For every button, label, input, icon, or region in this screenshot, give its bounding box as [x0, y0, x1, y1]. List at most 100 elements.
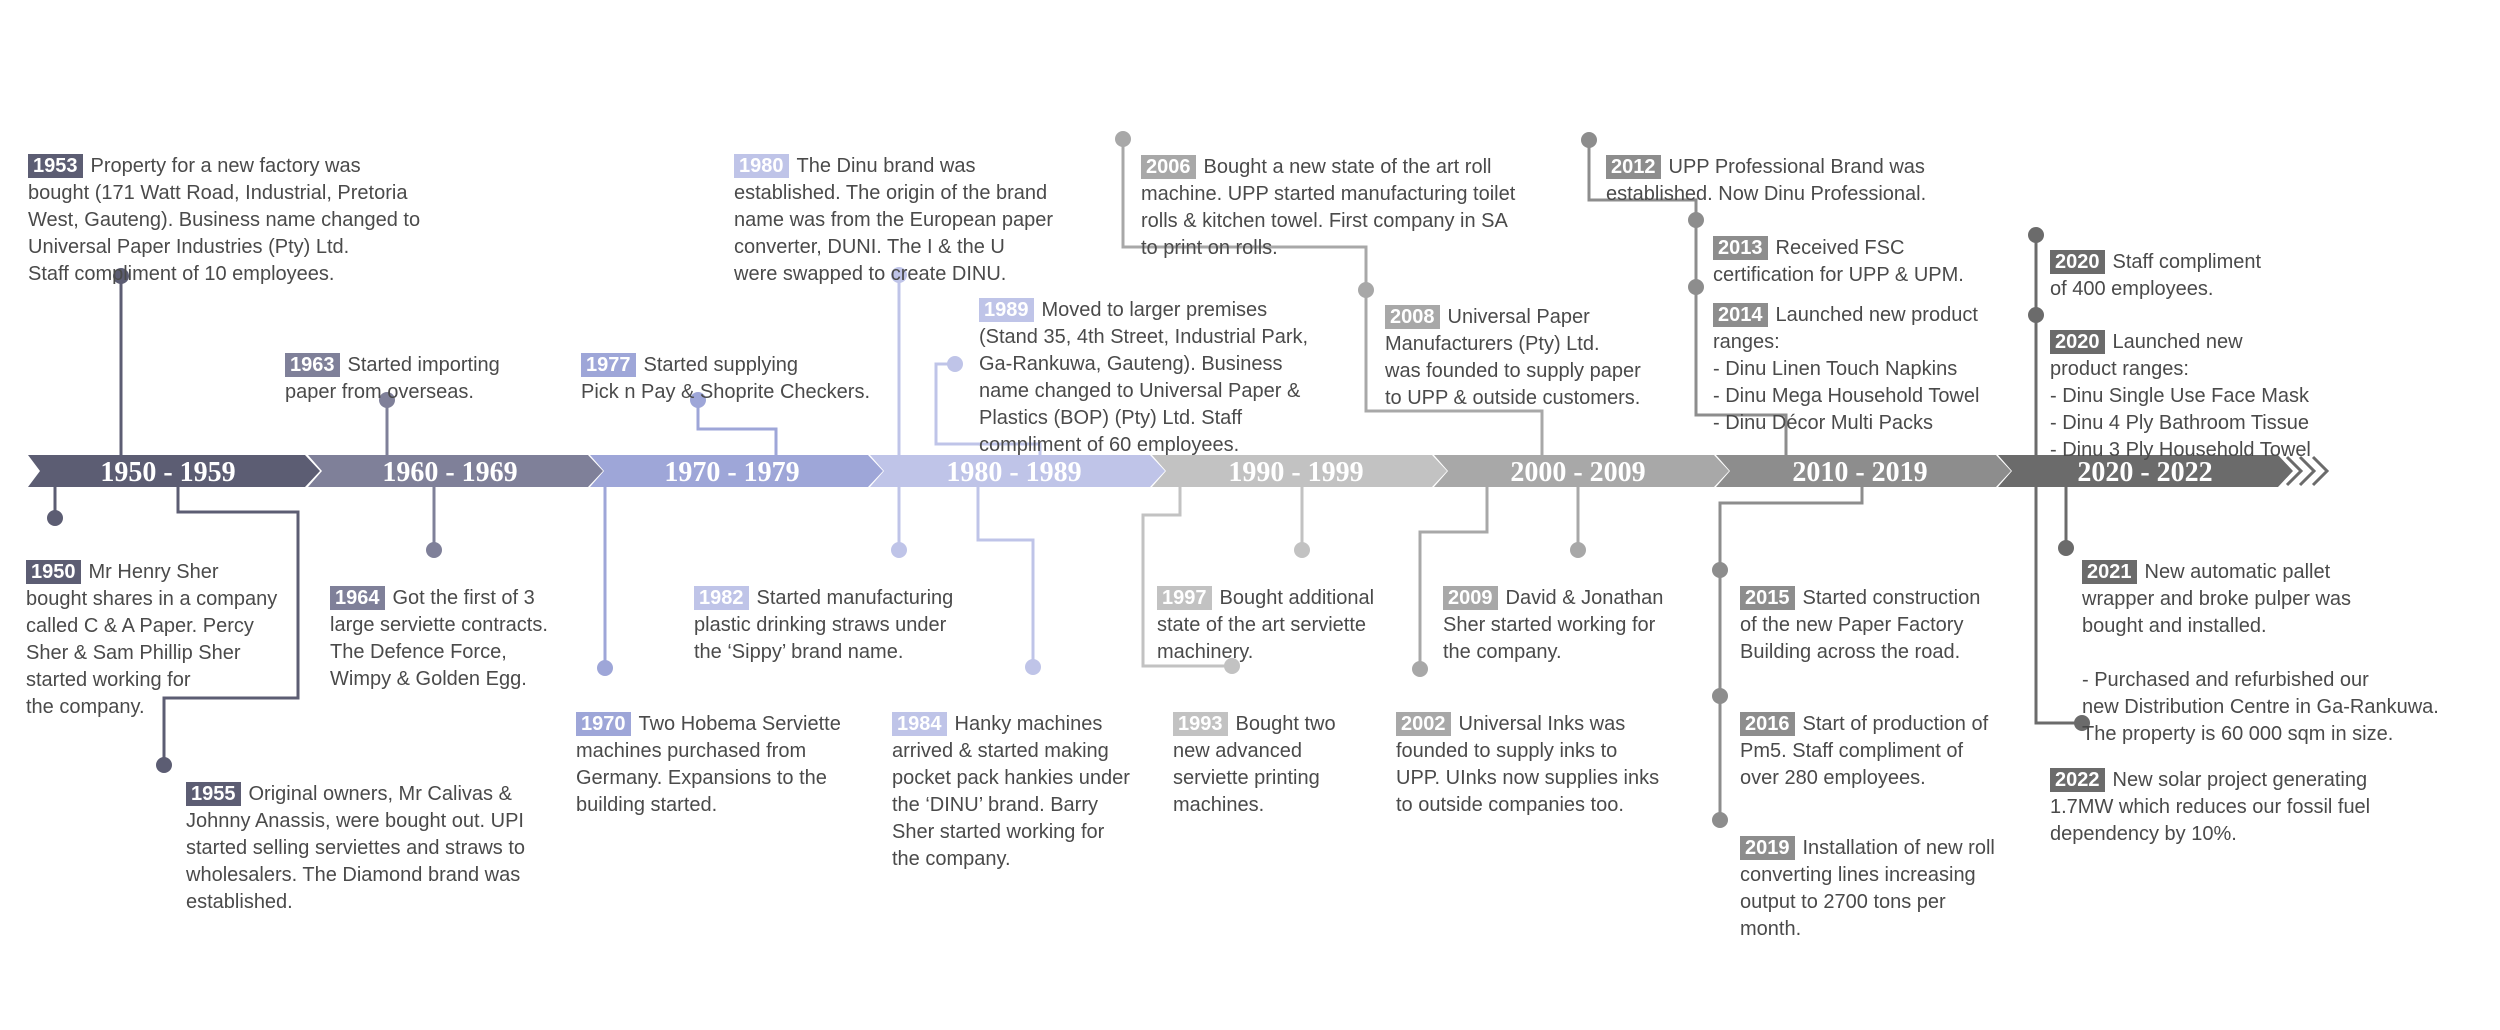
event-description: Launched new product ranges: - Dinu Line… — [1713, 304, 1980, 434]
dot-1964 — [426, 542, 442, 558]
dot-1980 — [891, 267, 907, 283]
dot-2009 — [1570, 542, 1586, 558]
dot-1997 — [1294, 542, 1310, 558]
dot-2008 — [1358, 282, 1374, 298]
event-description: Started supplying Pick n Pay & Shoprite … — [581, 354, 871, 403]
dot-2013 — [1688, 212, 1704, 228]
event-description: UPP Professional Brand was established. … — [1606, 156, 1927, 205]
year-badge: 1997 — [1157, 586, 1212, 610]
year-badge: 1955 — [186, 782, 241, 806]
year-badge: 1993 — [1173, 712, 1228, 736]
dot-2012 — [1581, 132, 1597, 148]
period-segment-1990 — [1152, 455, 1447, 487]
timeline-bar — [28, 455, 2330, 487]
period-segment-1960 — [308, 455, 603, 487]
event-description: Bought a new state of the art roll machi… — [1141, 156, 1516, 259]
year-badge: 2002 — [1396, 712, 1451, 736]
period-segment-1970 — [590, 455, 883, 487]
event-description: Start of production of Pm5. Staff compli… — [1740, 713, 1989, 789]
dot-1984 — [1025, 659, 1041, 675]
connector-2012 — [1587, 140, 1788, 455]
period-segment-2000 — [1434, 455, 1729, 487]
dot-2006 — [1115, 131, 1131, 147]
dot-2021 — [2058, 540, 2074, 556]
connector-1955 — [162, 487, 300, 765]
period-label-1960: 1960 - 1969 — [382, 457, 517, 488]
year-badge: 2014 — [1713, 303, 1768, 327]
year-badge: 2020 — [2050, 330, 2105, 354]
event-description: Started importing paper from overseas. — [285, 354, 500, 403]
connector-2002 — [1418, 487, 1489, 669]
connector-2015-2019 — [1718, 487, 1864, 820]
year-badge: 1953 — [28, 154, 83, 178]
event-description: New automatic pallet wrapper and broke p… — [2082, 561, 2439, 745]
event-description: Staff compliment of 400 employees. — [2050, 251, 2262, 300]
event-description: David & Jonathan Sher started working fo… — [1443, 587, 1664, 663]
event-description: Property for a new factory was bought (1… — [28, 155, 421, 285]
event-description: Installation of new roll converting line… — [1740, 837, 1995, 940]
dot-1963 — [379, 392, 395, 408]
event-description: The Dinu brand was established. The orig… — [734, 155, 1054, 285]
event-description: Hanky machines arrived & started making … — [892, 713, 1130, 870]
year-badge: 2013 — [1713, 236, 1768, 260]
event-description: Universal Paper Manufacturers (Pty) Ltd.… — [1385, 306, 1641, 409]
year-badge: 1984 — [892, 712, 947, 736]
period-label-2020: 2020 - 2022 — [2077, 457, 2212, 488]
arrow-chevrons-icon — [2285, 455, 2330, 487]
event-description: Two Hobema Serviette machines purchased … — [576, 713, 841, 816]
period-label-1970: 1970 - 1979 — [664, 457, 799, 488]
period-label-2000: 2000 - 2009 — [1510, 457, 1645, 488]
connector-1984 — [976, 487, 1035, 667]
event-description: Bought additional state of the art servi… — [1157, 587, 1375, 663]
period-label-1950: 1950 - 1959 — [100, 457, 235, 488]
dot-1977 — [690, 392, 706, 408]
dot-1982 — [891, 542, 907, 558]
dot-2015 — [1712, 562, 1728, 578]
year-badge: 1970 — [576, 712, 631, 736]
connector-1977 — [696, 400, 778, 455]
dot-1970 — [597, 660, 613, 676]
event-description: Received FSC certification for UPP & UPM… — [1713, 237, 1964, 286]
year-badge: 1964 — [330, 586, 385, 610]
dot-2002 — [1412, 661, 1428, 677]
period-labels: 1950 - 1959 1960 - 1969 1970 - 1979 1980… — [100, 457, 2212, 488]
event-description: Launched new product ranges: - Dinu Sing… — [2050, 331, 2311, 461]
period-label-1990: 1990 - 1999 — [1228, 457, 1363, 488]
dot-1989 — [947, 356, 963, 372]
year-badge: 2019 — [1740, 836, 1795, 860]
dot-2020b — [2028, 307, 2044, 323]
year-badge: 1980 — [734, 154, 789, 178]
event-description: Bought two new advanced serviette printi… — [1173, 713, 1336, 816]
period-label-2010: 2010 - 2019 — [1792, 457, 1927, 488]
year-badge: 1977 — [581, 353, 636, 377]
connector-1989 — [934, 362, 1042, 455]
period-segment-2020 — [1998, 455, 2293, 487]
connector-dots — [47, 131, 2090, 828]
year-badge: 2009 — [1443, 586, 1498, 610]
event-description: Started manufacturing plastic drinking s… — [694, 587, 954, 663]
connector-2006 — [1121, 139, 1544, 455]
year-badge: 1963 — [285, 353, 340, 377]
connector-1993 — [1141, 487, 1232, 668]
period-segment-2010 — [1716, 455, 2011, 487]
event-description: Original owners, Mr Calivas & Johnny Ana… — [186, 783, 526, 913]
period-label-1980: 1980 - 1989 — [946, 457, 1081, 488]
